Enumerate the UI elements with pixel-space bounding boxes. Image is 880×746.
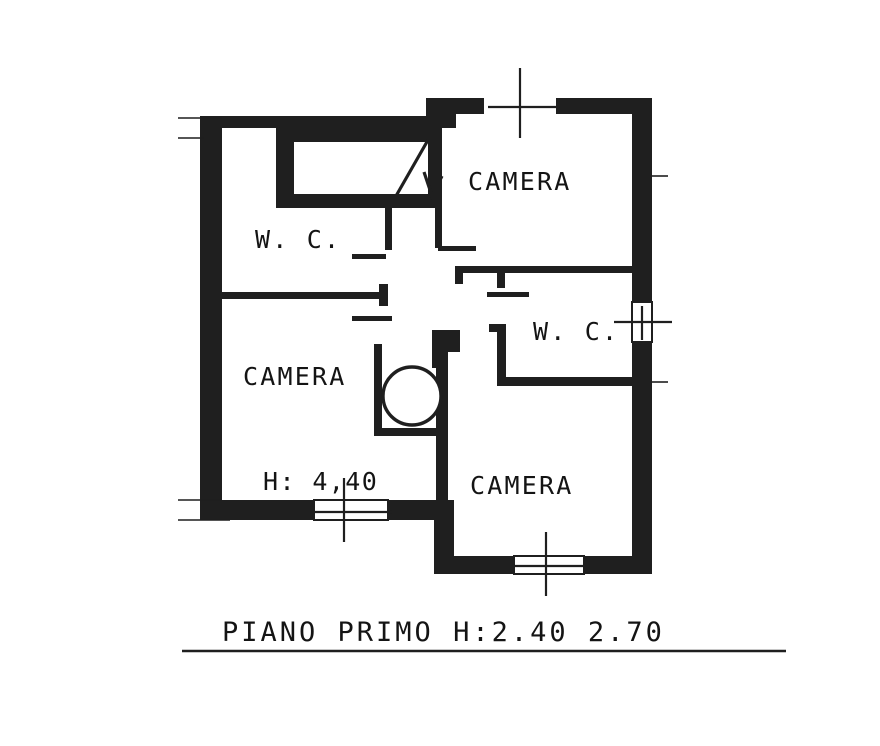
wall-alcove-bottom xyxy=(374,428,440,436)
stair-tread xyxy=(294,142,312,167)
wall-partition-camera-wc-right-jamb-mid xyxy=(497,272,505,288)
wall-alcove-left xyxy=(374,344,382,436)
wall-duct-block-tail xyxy=(432,330,448,368)
stair-tread xyxy=(378,169,396,194)
annotation-height-left-room: H: 4,40 xyxy=(263,467,378,496)
wall-exterior-bottom-right-b xyxy=(584,556,652,574)
wall-partition-wc-camera xyxy=(222,292,386,299)
plan-title: PIANO PRIMO H:2.40 2.70 xyxy=(222,617,665,648)
wall-wc-right-left xyxy=(497,324,506,384)
wall-exterior-top-left xyxy=(200,116,438,128)
wall-stair-bottom xyxy=(276,194,442,208)
fixtures xyxy=(381,365,443,427)
room-label-wc-top-left: W. C. xyxy=(255,225,341,254)
stair-tread xyxy=(315,169,333,194)
wall-exterior-left xyxy=(200,116,222,520)
room-label-camera-left: CAMERA xyxy=(243,362,347,391)
stair-direction-line xyxy=(394,139,430,197)
wall-bottom-jog-vertical xyxy=(434,500,454,572)
door-threshold-lower-left xyxy=(352,316,392,321)
interior-walls xyxy=(222,128,633,508)
window-bottom-left-gap xyxy=(313,499,389,521)
wall-exterior-top-right-b xyxy=(556,98,652,114)
dimension-marks xyxy=(178,68,672,596)
wall-stair-right xyxy=(428,128,442,208)
door-threshold-camera-top xyxy=(438,246,476,251)
wall-partition-camera-wc-right xyxy=(455,266,633,273)
stair-tread xyxy=(315,142,333,167)
annotations: H: 4,40 xyxy=(263,467,378,496)
stair-tread xyxy=(357,142,375,167)
wall-stair-top xyxy=(276,128,442,142)
room-labels: W. C. CAMERA W. C. CAMERA CAMERA xyxy=(243,167,619,500)
room-label-camera-bottom: CAMERA xyxy=(470,471,574,500)
wall-stair-left xyxy=(276,128,294,208)
staircase xyxy=(294,139,444,201)
wall-central-spine xyxy=(436,332,448,508)
wall-exterior-right-upper xyxy=(632,98,652,302)
stair-tread xyxy=(357,169,375,194)
wall-stub-stair-doorjamb-left xyxy=(385,206,392,250)
room-label-camera-top-right: CAMERA xyxy=(468,167,572,196)
wall-exterior-top-right-a xyxy=(438,98,484,114)
stair-tread xyxy=(336,142,354,167)
title-block: PIANO PRIMO H:2.40 2.70 xyxy=(182,617,786,653)
stair-tread xyxy=(294,169,312,194)
door-threshold-wc-right xyxy=(487,292,529,297)
wall-wc-right-jamb xyxy=(489,324,505,332)
wall-exterior-right-lower xyxy=(632,342,652,574)
stair-tread xyxy=(378,142,396,167)
wall-exterior-bottom-left-a xyxy=(200,500,314,520)
wall-exterior-bottom-right-a xyxy=(434,556,514,574)
wall-wc-right-bottom xyxy=(497,377,633,386)
round-fixture xyxy=(381,365,443,427)
exterior-walls xyxy=(200,98,652,574)
door-threshold-upper-left xyxy=(352,254,386,259)
wall-partition-wc-camera-jamb xyxy=(379,284,388,306)
wall-stub-stair-doorjamb-right xyxy=(435,208,442,248)
stair-tread xyxy=(336,169,354,194)
room-label-wc-right: W. C. xyxy=(533,317,619,346)
stair-direction-arrowhead xyxy=(422,171,444,201)
wall-partition-camera-wc-right-jamb-left xyxy=(455,266,463,284)
